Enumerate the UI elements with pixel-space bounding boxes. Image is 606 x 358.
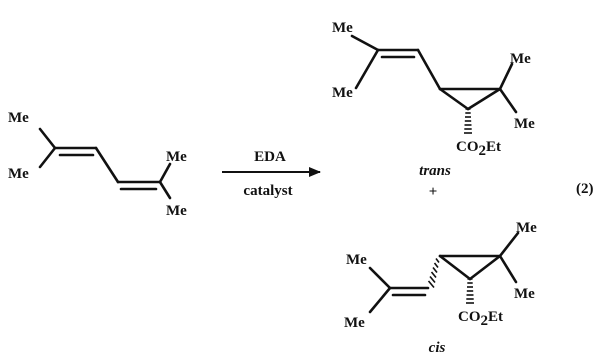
trans-me-top-left: Me: [332, 20, 353, 36]
equation-number: (2): [576, 181, 594, 197]
cis-product-molecule: Me Me Me Me CO2Et cis: [344, 220, 537, 356]
trans-ester-tail: Et: [486, 139, 501, 155]
reactant-me-right-top: Me: [166, 149, 187, 165]
cis-ester-tail: Et: [488, 309, 503, 325]
trans-me-right-top: Me: [510, 51, 531, 67]
cis-ester-main: CO: [458, 309, 481, 325]
trans-product-molecule: Me Me Me Me CO2Et trans: [332, 20, 535, 179]
trans-ester-main: CO: [456, 139, 479, 155]
cis-me-left: Me: [344, 315, 365, 331]
trans-wedge-stereo-bond: [464, 108, 472, 134]
condition-label: catalyst: [243, 183, 292, 199]
cis-dashed-stereo-bond: [427, 258, 440, 289]
trans-me-right-bottom: Me: [514, 116, 535, 132]
cis-product-bonds: [368, 231, 520, 314]
reaction-arrow-group: EDA catalyst: [222, 149, 321, 199]
trans-me-left: Me: [332, 85, 353, 101]
cis-me-top-left: Me: [346, 252, 367, 268]
reactant-molecule: Me Me Me Me: [8, 110, 187, 219]
trans-ester-group: CO2Et: [456, 139, 501, 159]
cis-me-right-bottom: Me: [514, 286, 535, 302]
trans-ester-subscript: 2: [479, 143, 487, 159]
reactant-me-left: Me: [8, 166, 29, 182]
cis-ester-group: CO2Et: [458, 309, 503, 329]
cis-me-right-top: Me: [516, 220, 537, 236]
trans-label: trans: [419, 163, 451, 179]
cis-wedge-stereo-bond: [466, 278, 474, 304]
plus-sign: +: [429, 184, 438, 200]
cis-label: cis: [429, 340, 446, 356]
reagent-label: EDA: [254, 149, 286, 165]
reactant-me-top-left: Me: [8, 110, 29, 126]
reactant-bonds: [38, 127, 172, 200]
cis-ester-subscript: 2: [481, 313, 489, 329]
trans-product-bonds: [350, 34, 518, 114]
reactant-me-right-bottom: Me: [166, 203, 187, 219]
